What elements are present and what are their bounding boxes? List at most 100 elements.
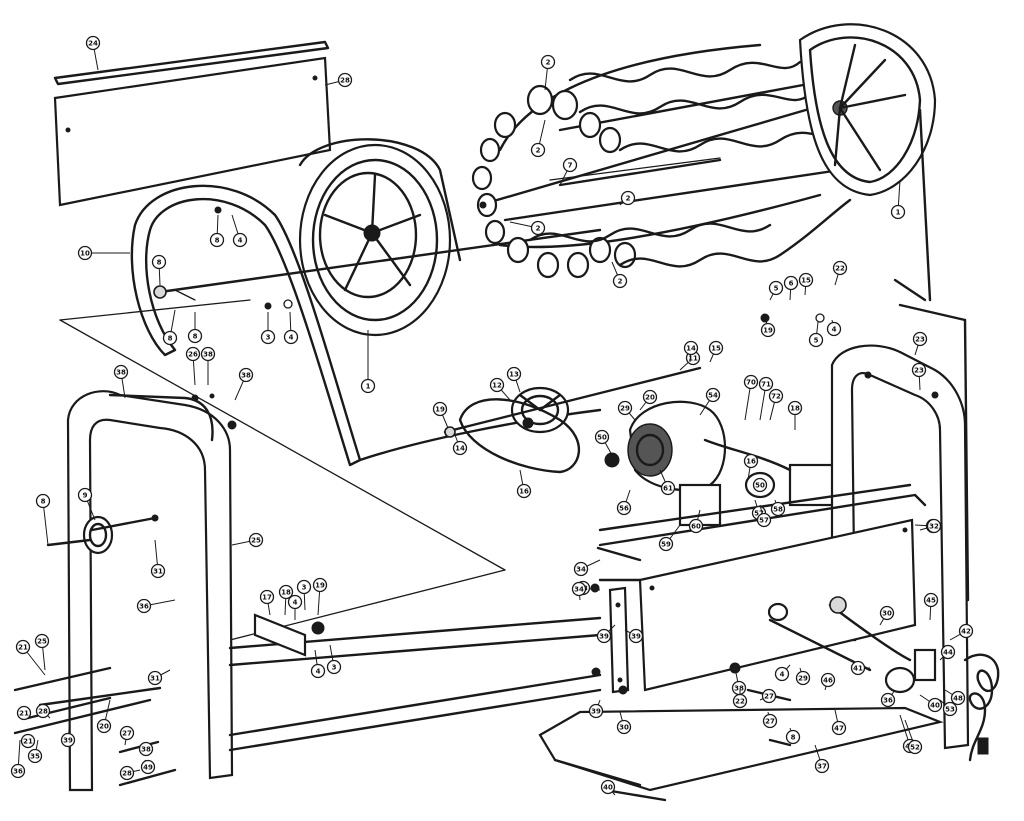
callout-number: 22 xyxy=(835,265,845,273)
callout-bubble xyxy=(77,245,93,261)
callout-number: 21 xyxy=(23,738,33,746)
callout-number: 30 xyxy=(882,610,892,618)
callout-bubble xyxy=(783,275,799,291)
top-cover-panel xyxy=(53,56,332,207)
callout-number: 16 xyxy=(519,488,529,496)
callout-number: 2 xyxy=(618,278,623,286)
callout-bubble xyxy=(119,725,135,741)
part-callout: 47 xyxy=(831,709,847,736)
part-callout: 30 xyxy=(879,605,895,626)
part-callout: 3 xyxy=(326,644,342,675)
part-callout: 38 xyxy=(138,741,154,757)
callout-bubble xyxy=(761,688,777,704)
callout-bubble xyxy=(785,729,801,745)
part-callout: 19 xyxy=(760,319,776,338)
callout-bubble xyxy=(879,605,895,621)
callout-number: 15 xyxy=(711,345,721,353)
part-callout: 2 xyxy=(611,261,628,289)
callout-bubble xyxy=(756,512,772,528)
callout-number: 49 xyxy=(143,764,153,772)
part-callout: 9 xyxy=(77,487,96,521)
callout-number: 25 xyxy=(251,537,261,545)
part-callout: 60 xyxy=(688,509,704,534)
part-callout: 39 xyxy=(588,699,604,719)
callout-bubble xyxy=(296,579,312,595)
callout-bubble xyxy=(326,659,342,675)
part-callout: 4 xyxy=(287,594,303,620)
part-callout: 29 xyxy=(617,400,636,421)
callout-number: 39 xyxy=(599,633,609,641)
part-callout: 29 xyxy=(795,667,811,686)
part-callout: 36 xyxy=(10,739,26,779)
callout-number: 19 xyxy=(763,327,773,335)
part-callout: 22 xyxy=(732,690,748,709)
part-callout: 5 xyxy=(808,321,824,348)
callout-bubble xyxy=(628,628,644,644)
motor-belt xyxy=(458,398,580,474)
callout-bubble xyxy=(119,765,135,781)
callout-number: 40 xyxy=(930,702,940,710)
part-callout: 12 xyxy=(489,377,511,401)
callout-bubble xyxy=(432,401,448,417)
callout-bubble xyxy=(762,713,778,729)
callout-number: 20 xyxy=(645,394,655,402)
part-callout: 71 xyxy=(758,376,774,421)
callout-bubble xyxy=(310,663,326,679)
callout-number: 23 xyxy=(915,336,925,344)
part-callout: 57 xyxy=(756,504,772,528)
callout-bubble xyxy=(594,429,610,445)
part-callout: 18 xyxy=(787,400,803,430)
callout-bubble xyxy=(732,693,748,709)
part-callout: 40 xyxy=(919,694,943,713)
part-callout: 14 xyxy=(683,340,699,363)
callout-number: 5 xyxy=(774,285,779,293)
part-callout: 20 xyxy=(96,699,112,734)
callout-bubble xyxy=(248,532,264,548)
part-callout: 3 xyxy=(296,579,312,611)
part-callout: 4 xyxy=(283,311,299,345)
callout-number: 8 xyxy=(791,734,796,742)
part-callout: 30 xyxy=(616,711,632,735)
callout-bubble xyxy=(10,763,26,779)
part-callout: 23 xyxy=(912,331,928,356)
part-callout: 15 xyxy=(798,272,814,296)
part-callout: 28 xyxy=(324,72,353,88)
callout-bubble xyxy=(113,364,129,380)
part-callout: 8 xyxy=(209,214,225,248)
callout-number: 19 xyxy=(435,406,445,414)
callout-number: 27 xyxy=(122,730,132,738)
callout-number: 21 xyxy=(18,644,28,652)
callout-number: 2 xyxy=(536,225,541,233)
part-callout: 8 xyxy=(162,309,178,346)
callout-number: 8 xyxy=(193,333,198,341)
callout-bubble xyxy=(136,598,152,614)
callout-number: 15 xyxy=(801,277,811,285)
callout-number: 4 xyxy=(293,599,298,607)
part-callout: 36 xyxy=(880,689,896,708)
callout-number: 3 xyxy=(266,334,271,342)
callout-number: 11 xyxy=(688,355,698,363)
callout-number: 52 xyxy=(910,744,920,752)
callout-bubble xyxy=(658,536,674,552)
part-callout: 34 xyxy=(573,559,601,577)
callout-number: 70 xyxy=(746,379,756,387)
part-callout: 44 xyxy=(939,644,956,661)
callout-number: 3 xyxy=(302,584,307,592)
callout-bubble xyxy=(940,644,956,660)
callout-number: 57 xyxy=(759,517,769,525)
part-callout: 16 xyxy=(743,453,759,481)
callout-bubble xyxy=(337,72,353,88)
callout-bubble xyxy=(238,367,254,383)
callout-bubble xyxy=(35,703,51,719)
callout-number: 35 xyxy=(30,753,40,761)
callout-number: 50 xyxy=(755,482,765,490)
part-callout: 2 xyxy=(530,119,546,158)
part-callout: 32 xyxy=(919,518,942,534)
callout-number: 8 xyxy=(157,259,162,267)
part-callout: 28 xyxy=(119,765,141,781)
callout-bubble xyxy=(616,500,632,516)
callout-bubble xyxy=(506,366,522,382)
callout-bubble xyxy=(147,670,163,686)
callout-bubble xyxy=(77,487,93,503)
